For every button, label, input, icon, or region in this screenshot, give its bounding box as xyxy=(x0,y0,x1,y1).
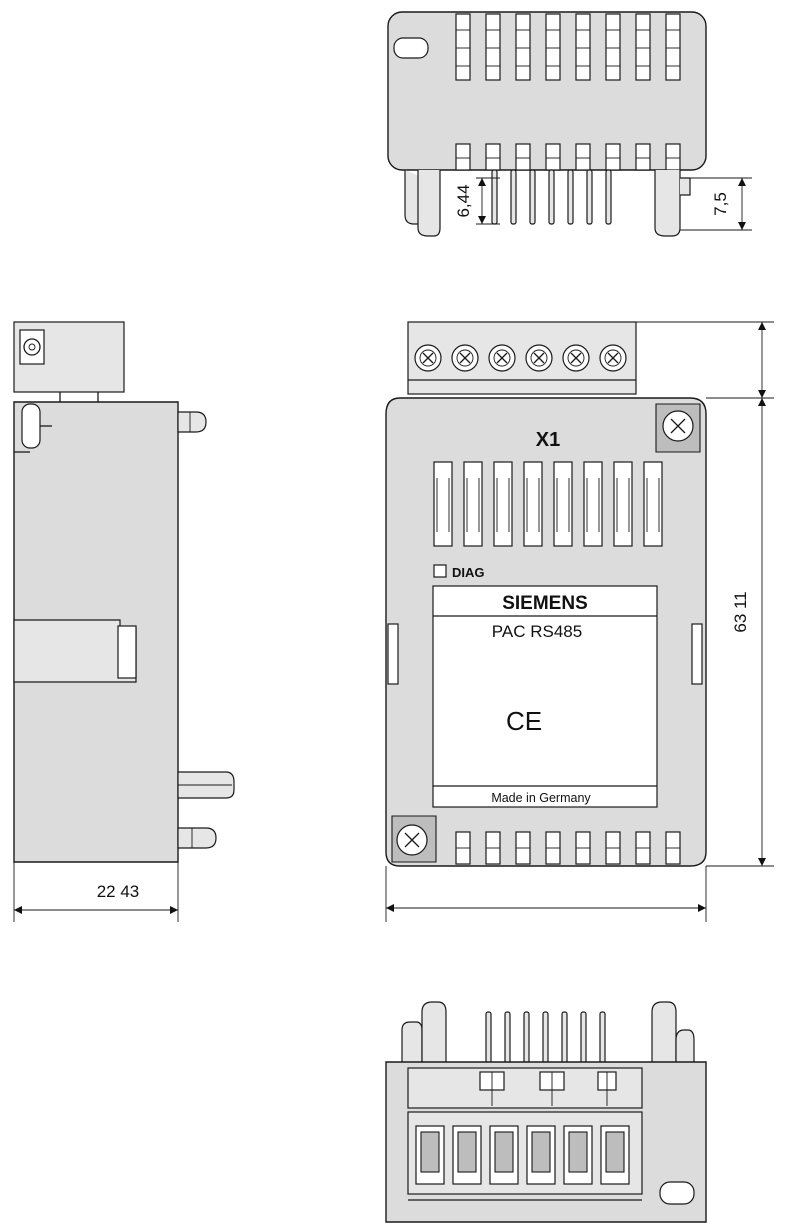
front-slot xyxy=(463,461,483,547)
bottom-pin xyxy=(561,1011,568,1069)
side-view-connector-screw-center xyxy=(28,343,36,351)
ce-mark: CE xyxy=(506,706,542,736)
terminal-screws xyxy=(414,344,627,372)
bottom-view xyxy=(385,1001,707,1223)
top-view-right-foot xyxy=(654,170,681,237)
dim-label-right-height: 7,5 xyxy=(711,192,730,216)
mounting-screw-cross xyxy=(670,418,686,434)
bottom-pin xyxy=(599,1011,606,1069)
bottom-slot xyxy=(545,831,561,865)
connector-cell xyxy=(600,1125,630,1185)
top-fin xyxy=(545,13,561,171)
top-view-pins xyxy=(491,169,612,225)
side-view-pin-top xyxy=(177,411,207,433)
front-slot xyxy=(433,461,453,547)
mounting-screw-cross-bottom xyxy=(404,832,420,848)
side-view-din-clip-tab xyxy=(117,625,137,679)
bottom-pin xyxy=(580,1011,587,1069)
top-fin xyxy=(455,13,471,171)
top-pin xyxy=(586,169,593,225)
side-view: 22 43 xyxy=(13,321,235,922)
top-pin xyxy=(605,169,612,225)
top-view: 6,44 7,5 xyxy=(387,11,752,237)
front-slot xyxy=(523,461,543,547)
terminal-screw-icon xyxy=(414,344,442,372)
side-view-pin-bottom xyxy=(177,827,217,849)
front-slot xyxy=(643,461,663,547)
bottom-view-left-foot xyxy=(421,1001,447,1062)
bottom-pin xyxy=(542,1011,549,1069)
dim-label-pin-height: 6,44 xyxy=(454,184,473,217)
bottom-slot xyxy=(575,831,591,865)
connector-x1-label: X1 xyxy=(536,429,560,451)
dim-label-side-depth: 22 43 xyxy=(97,882,140,901)
bottom-slot xyxy=(635,831,651,865)
connector-cell xyxy=(526,1125,556,1185)
front-slot xyxy=(613,461,633,547)
top-view-right-tab xyxy=(680,177,691,196)
front-view-right-tab xyxy=(691,623,703,685)
connector-cell xyxy=(489,1125,519,1185)
front-slot xyxy=(583,461,603,547)
side-view-connector-screw-icon xyxy=(23,338,41,356)
top-pin xyxy=(567,169,574,225)
bottom-view-latch xyxy=(659,1181,695,1205)
bottom-pin xyxy=(523,1011,530,1069)
top-view-fins xyxy=(455,13,681,171)
dim-label-front-height: 63 11 xyxy=(731,591,750,632)
terminal-screw-icon xyxy=(599,344,627,372)
bottom-slot xyxy=(485,831,501,865)
top-pin xyxy=(548,169,555,225)
top-view-left-foot xyxy=(417,170,441,237)
diag-led xyxy=(433,564,447,578)
bottom-view-components xyxy=(479,1071,617,1106)
connector-cell xyxy=(452,1125,482,1185)
bottom-slot xyxy=(605,831,621,865)
front-view-left-tab xyxy=(387,623,399,685)
front-slot xyxy=(553,461,573,547)
diag-label: DIAG xyxy=(452,565,485,580)
front-view: X1 DIAG SIEMENS PAC RS485 CE Made in Ger… xyxy=(385,321,774,922)
bottom-slots xyxy=(455,831,681,865)
bottom-view-right-post xyxy=(675,1029,695,1062)
connector-cell xyxy=(563,1125,593,1185)
terminal-screw-icon xyxy=(562,344,590,372)
top-fin xyxy=(635,13,651,171)
bottom-view-left-post xyxy=(401,1021,423,1062)
front-slot xyxy=(493,461,513,547)
top-pin xyxy=(529,169,536,225)
side-view-connector-legs xyxy=(59,392,99,402)
bottom-view-connector-cells xyxy=(415,1125,630,1185)
side-view-latch xyxy=(21,403,41,449)
brand-label: SIEMENS xyxy=(502,593,588,614)
terminal-screw-icon xyxy=(488,344,516,372)
top-fin xyxy=(605,13,621,171)
terminal-screw-icon xyxy=(525,344,553,372)
bottom-view-right-foot xyxy=(651,1001,677,1062)
terminal-screw-icon xyxy=(451,344,479,372)
top-pin xyxy=(510,169,517,225)
front-slots xyxy=(433,461,663,547)
connector-cell xyxy=(415,1125,445,1185)
origin-label: Made in Germany xyxy=(491,791,591,805)
bottom-view-pins xyxy=(485,1011,606,1069)
bottom-pin xyxy=(485,1011,492,1069)
model-label: PAC RS485 xyxy=(492,622,582,641)
bottom-slot xyxy=(515,831,531,865)
bottom-slot xyxy=(455,831,471,865)
top-view-latch xyxy=(393,37,429,59)
terminal-block xyxy=(407,321,637,395)
label-plate xyxy=(432,585,658,808)
top-fin xyxy=(575,13,591,171)
bottom-pin xyxy=(504,1011,511,1069)
top-fin xyxy=(665,13,681,171)
top-fin xyxy=(515,13,531,171)
bottom-slot xyxy=(665,831,681,865)
